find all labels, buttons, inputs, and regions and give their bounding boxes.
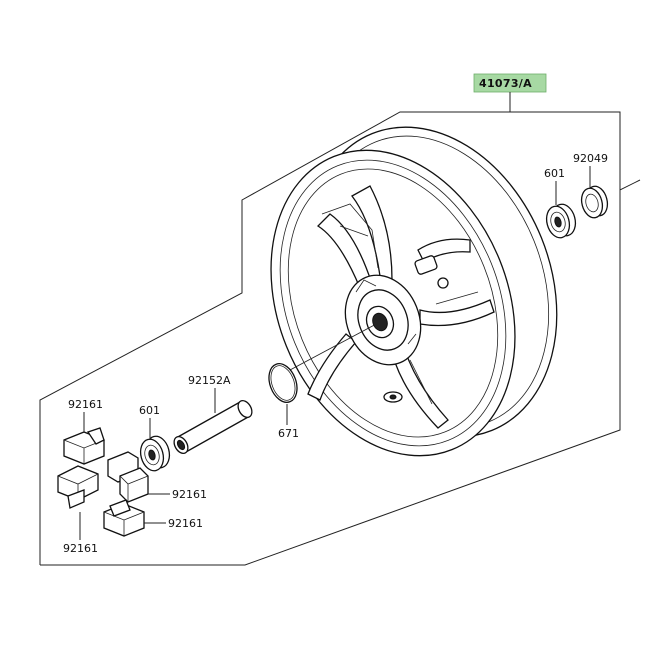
part-number-main: 41073/A: [479, 77, 532, 90]
callout-92161-bottom: 92161: [63, 542, 98, 555]
wheel-rim[interactable]: [227, 89, 601, 492]
callout-92152A: 92152A: [188, 374, 231, 387]
bearing-right[interactable]: [543, 202, 579, 241]
callout-92161-low: 92161: [168, 517, 203, 530]
callout-92161-mid: 92161: [172, 488, 207, 501]
axle-centerline: [289, 321, 381, 371]
diagram-frame: [39, 111, 641, 566]
callout-601-left: 601: [139, 404, 160, 417]
bearing-left[interactable]: [137, 434, 173, 474]
callout-671: 671: [278, 427, 299, 440]
wheel-damper-2[interactable]: [57, 465, 99, 509]
wheel-damper-3[interactable]: [107, 451, 149, 503]
wheel-damper-1[interactable]: [63, 427, 105, 465]
callout-92161-top: 92161: [68, 398, 103, 411]
oil-seal-right[interactable]: [578, 184, 610, 220]
distance-collar[interactable]: [171, 398, 254, 456]
o-ring[interactable]: [264, 360, 302, 406]
callout-601-right: 601: [544, 167, 565, 180]
callout-92049: 92049: [573, 152, 608, 165]
wheel-damper-4[interactable]: [103, 499, 145, 537]
